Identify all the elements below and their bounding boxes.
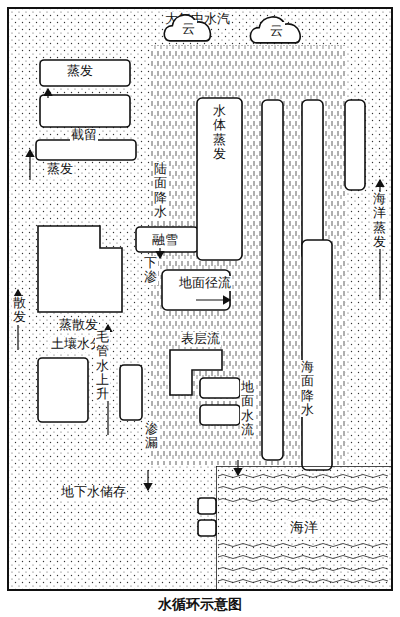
process-label: 融雪	[151, 233, 179, 248]
process-label: 截留	[70, 128, 98, 143]
process-label: 地下水储存	[60, 485, 127, 500]
vertical-label: 渗漏	[144, 422, 159, 451]
vertical-label: 毛管水上升	[95, 330, 110, 401]
node-text: 云	[180, 20, 197, 38]
process-label: 表层流	[180, 332, 221, 347]
sea-area: 海洋	[216, 466, 392, 590]
vertical-label: 海洋蒸发	[372, 192, 387, 249]
vertical-label: 水体蒸发	[212, 104, 227, 161]
vertical-label: 下渗	[143, 256, 158, 285]
cloud-shape: 云	[248, 14, 304, 48]
vertical-label: 陆面降水	[153, 162, 168, 219]
node-text: 海洋	[288, 519, 320, 537]
process-label: 地面径流	[178, 276, 232, 291]
figure-caption: 水循环示意图	[0, 596, 400, 614]
vertical-label: 地面水流	[240, 380, 255, 437]
process-label: 蒸发	[46, 162, 74, 177]
node-text: 云	[268, 22, 285, 40]
process-label: 蒸发	[66, 64, 94, 79]
cloud-shape: 云	[162, 12, 214, 46]
vertical-label: 散发	[12, 296, 27, 325]
vertical-label: 海面降水	[300, 360, 315, 417]
process-label: 蒸散发	[58, 318, 99, 333]
